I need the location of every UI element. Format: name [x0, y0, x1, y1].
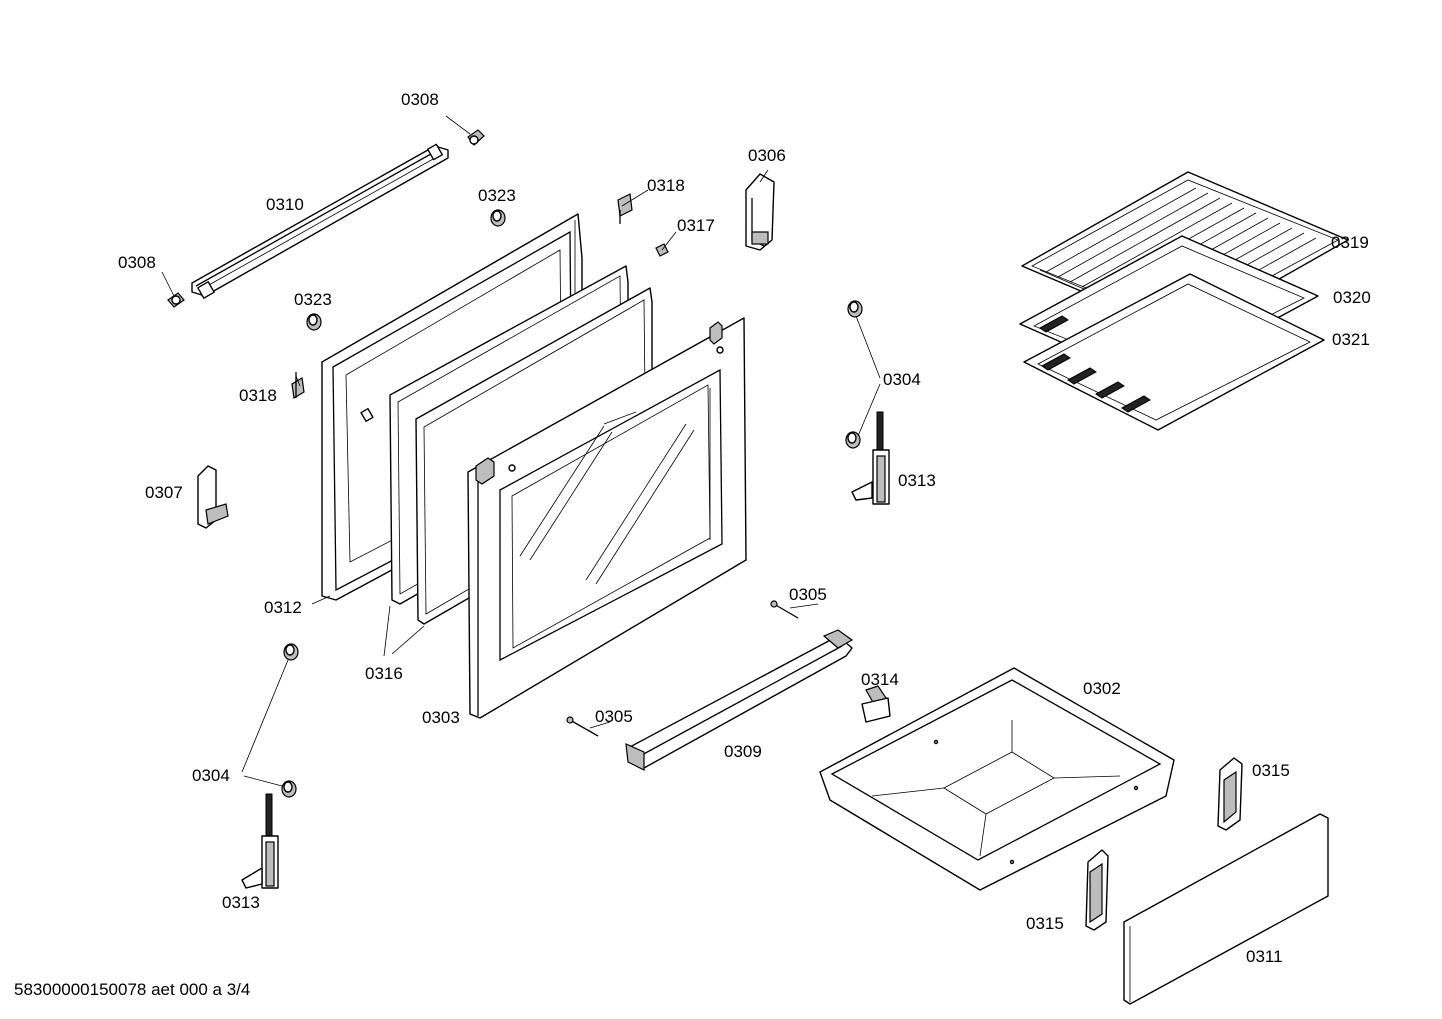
callout-0306: 0306 [748, 146, 786, 165]
part-0303-outer-door [467, 317, 747, 719]
callout-0309: 0309 [724, 742, 762, 761]
callout-0302: 0302 [1083, 679, 1121, 698]
part-0307-hinge-cover [197, 465, 229, 529]
part-0315-runner-left [1085, 849, 1109, 931]
callout-0313-right: 0313 [898, 471, 936, 490]
part-0323-bumper-mid [306, 313, 322, 331]
part-0313-hinge-right [851, 411, 890, 505]
callout-0318-left: 0318 [239, 386, 277, 405]
part-0313-hinge-left [241, 793, 279, 889]
callout-0310: 0310 [266, 195, 304, 214]
callout-0319: 0319 [1331, 233, 1369, 252]
part-0323-bumper-top [490, 209, 506, 227]
document-footer-code: 58300000150078 aet 000 a 3/4 [14, 980, 251, 999]
callout-0315-left: 0315 [1026, 914, 1064, 933]
callout-0323-mid: 0323 [294, 290, 332, 309]
part-0311-drawer-front [1123, 813, 1329, 1005]
callout-0316: 0316 [365, 664, 403, 683]
part-0308-screw-left [167, 292, 185, 308]
part-0321-enamel-tray [1023, 273, 1325, 431]
part-0305-screw-bottom [566, 716, 599, 737]
part-0314-bracket [861, 685, 891, 723]
callout-0311: 0311 [1246, 947, 1283, 966]
callout-0318-top: 0318 [647, 176, 685, 195]
callout-0313-left: 0313 [222, 893, 260, 912]
part-0304-bumper-right-lower [845, 431, 861, 449]
part-0305-screw-top [770, 600, 799, 619]
part-0306-hinge-cover [745, 173, 775, 251]
part-0304-bumper-right-upper [847, 300, 863, 318]
part-0315-runner-right [1217, 757, 1243, 831]
part-0318-bracket-top [617, 193, 633, 224]
part-0308-screw-top [467, 129, 485, 146]
callout-0304-left: 0304 [192, 766, 230, 785]
callout-0321: 0321 [1332, 330, 1370, 349]
part-0302-storage-drawer [819, 667, 1175, 891]
callout-0314: 0314 [861, 670, 899, 689]
callout-labels: 0308 0308 0310 0323 0323 0318 0318 0317 … [118, 90, 1371, 966]
callout-0320: 0320 [1333, 288, 1371, 307]
part-0309-door-handle [625, 629, 854, 771]
callout-0308-top: 0308 [401, 90, 439, 109]
callout-0312: 0312 [264, 598, 302, 617]
callout-0307: 0307 [145, 483, 183, 502]
callout-0305-bottom: 0305 [595, 707, 633, 726]
callout-0317: 0317 [677, 216, 715, 235]
part-0318-bracket-left [291, 372, 305, 399]
callout-0308-left: 0308 [118, 253, 156, 272]
part-0304-bumper-left-upper [283, 643, 299, 661]
callout-0305-top: 0305 [789, 585, 827, 604]
callout-0315-right: 0315 [1252, 761, 1290, 780]
leader-lines [161, 115, 881, 787]
part-0304-bumper-left-lower [281, 780, 297, 798]
part-0310-trim-strip [191, 143, 449, 299]
callout-0323-top: 0323 [478, 186, 516, 205]
callout-0304-right: 0304 [883, 370, 921, 389]
callout-0303: 0303 [422, 708, 460, 727]
